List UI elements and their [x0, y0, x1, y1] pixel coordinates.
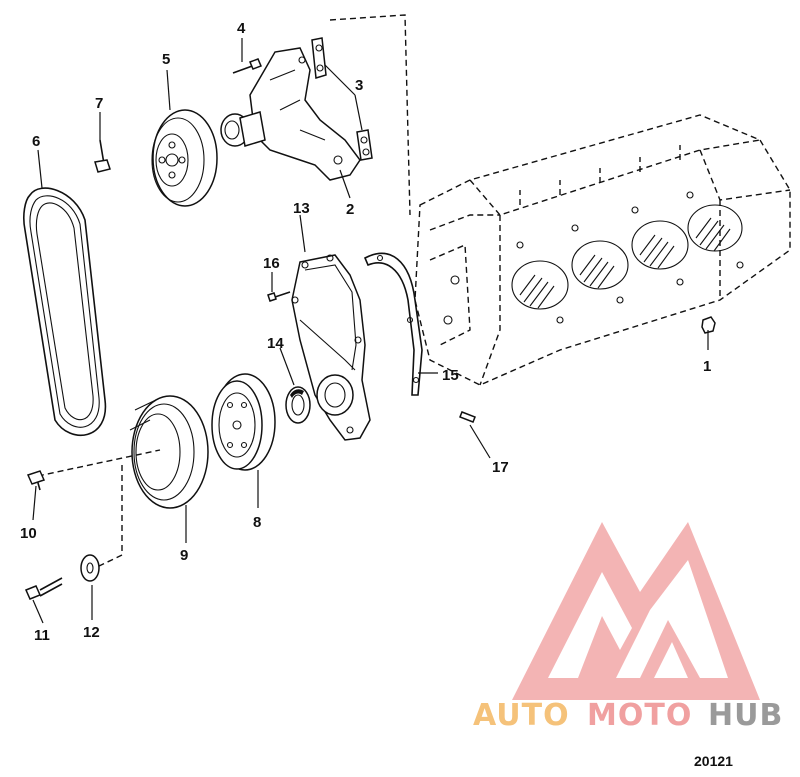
part-crankshaft-pulley — [129, 395, 209, 509]
callout-12: 12 — [83, 624, 100, 641]
callout-14: 14 — [267, 335, 284, 352]
part-harmonic-balancer — [211, 373, 276, 471]
watermark-logo — [512, 522, 760, 700]
part-dowel-pin — [459, 411, 476, 423]
callout-5: 5 — [162, 51, 170, 68]
assembly-line-washer-12 — [94, 465, 123, 569]
part-drive-belt — [23, 187, 107, 436]
callout-4: 4 — [237, 20, 246, 37]
leader-lines — [32, 38, 709, 624]
part-bolt-10 — [26, 470, 46, 491]
callout-3: 3 — [355, 77, 363, 94]
routing-line-pump-to-block — [329, 14, 411, 216]
drawing-number: 20121 — [694, 753, 733, 769]
part-timing-cover — [291, 254, 371, 441]
watermark-word-hub: HUB — [708, 698, 783, 733]
part-gaskets — [311, 37, 373, 161]
watermark-word-auto: AUTO — [473, 698, 570, 733]
callout-15: 15 — [442, 367, 459, 384]
cylinder-bores — [511, 204, 743, 310]
watermark-word-moto: MOTO — [587, 698, 692, 733]
callout-7: 7 — [95, 95, 103, 112]
callout-11: 11 — [34, 627, 50, 644]
part-bolt-11 — [24, 577, 63, 600]
callout-9: 9 — [180, 547, 188, 564]
part-water-pump-pulley — [151, 109, 218, 207]
part-bolt-16 — [267, 291, 291, 302]
part-water-pump — [220, 47, 361, 181]
part-bolt-4 — [232, 58, 262, 74]
part-plug — [701, 316, 716, 334]
callout-10: 10 — [20, 525, 37, 542]
watermark-text: AUTO MOTO HUB — [473, 698, 783, 733]
part-washer — [80, 554, 100, 582]
part-bolt-7 — [94, 139, 111, 173]
callout-2: 2 — [346, 201, 354, 218]
callout-8: 8 — [253, 514, 261, 531]
callout-16: 16 — [263, 255, 280, 272]
callout-1: 1 — [703, 358, 711, 375]
callout-labels: 1 2 3 4 5 6 7 8 9 10 11 12 13 14 15 16 1… — [20, 20, 711, 644]
callout-6: 6 — [32, 133, 40, 150]
assembly-line-bolt-10 — [37, 449, 161, 477]
engine-block — [329, 14, 791, 386]
callout-17: 17 — [492, 459, 509, 476]
callout-13: 13 — [293, 200, 310, 217]
part-oil-seal — [285, 386, 311, 424]
part-cover-gasket — [363, 252, 423, 396]
